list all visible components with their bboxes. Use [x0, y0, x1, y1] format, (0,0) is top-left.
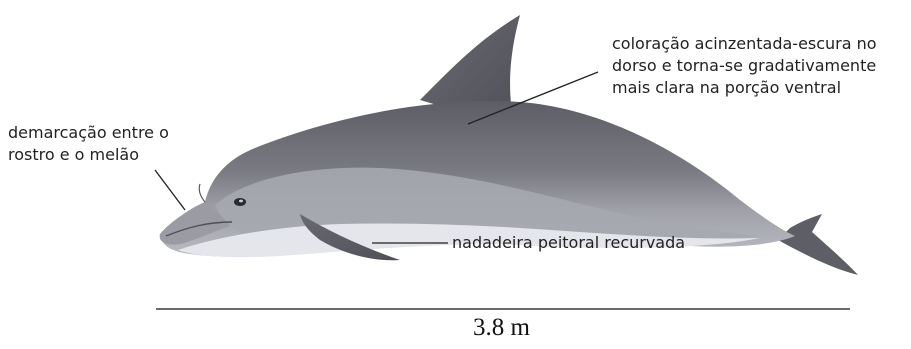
annotation-pectoral-fin: nadadeira peitoral recurvada [452, 232, 685, 254]
scale-label: 3.8 m [473, 314, 530, 342]
annotation-coloration-line-2: dorso e torna-se gradativamente [612, 55, 877, 77]
annotation-demarcation-line-2: rostro e o melão [8, 144, 169, 166]
annotation-demarcation-line-1: demarcação entre o [8, 122, 169, 144]
tail-fluke [778, 214, 858, 275]
annotation-demarcation: demarcação entre o rostro e o melão [8, 122, 169, 166]
annotation-coloration-line-1: coloração acinzentada-escura no [612, 33, 877, 55]
melon-crease [199, 184, 205, 202]
leader-line-demarcation [155, 170, 185, 210]
annotation-coloration-line-3: mais clara na porção ventral [612, 77, 877, 99]
annotation-coloration: coloração acinzentada-escura no dorso e … [612, 33, 877, 99]
